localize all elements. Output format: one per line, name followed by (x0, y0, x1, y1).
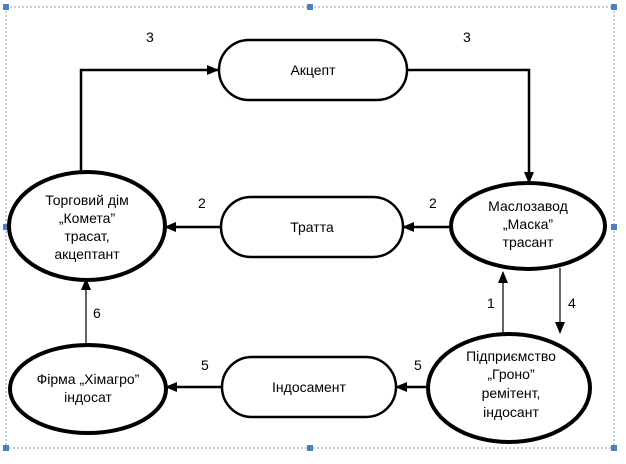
resize-handle[interactable] (307, 445, 313, 451)
resize-handle[interactable] (611, 4, 617, 10)
kometa-line-1: Торговий дім (45, 192, 129, 208)
label-aktsept: Акцепт (290, 62, 336, 78)
node-aktsept[interactable] (217, 38, 409, 102)
resize-handle[interactable] (611, 224, 617, 230)
node-khimagro[interactable] (8, 343, 168, 435)
kometa-line-4: акцептант (54, 246, 120, 262)
resize-handle[interactable] (3, 224, 9, 230)
label-indosament: Індосамент (272, 379, 347, 395)
step-number: 6 (93, 305, 101, 321)
resize-handle[interactable] (611, 445, 617, 451)
node-grono[interactable] (426, 332, 592, 444)
grono-line-1: Підприємство (466, 348, 556, 364)
node-kometa[interactable] (7, 170, 167, 282)
node-tratta[interactable] (219, 195, 405, 259)
step-number: 3 (146, 29, 154, 45)
grono-line-2: „Гроно” (487, 366, 535, 382)
resize-handle[interactable] (3, 4, 9, 10)
node-indosament[interactable] (220, 355, 398, 419)
node-maska[interactable] (449, 181, 607, 271)
step-number: 2 (429, 195, 437, 211)
step-number: 5 (201, 357, 209, 373)
step-number: 1 (487, 295, 495, 311)
step-number: 5 (414, 357, 422, 373)
resize-handle[interactable] (3, 445, 9, 451)
step-number: 2 (198, 195, 206, 211)
arrow-aktsept-to-maska (407, 68, 534, 184)
maska-line-3: трасант (503, 234, 555, 250)
grono-line-4: індосант (483, 404, 539, 420)
step-number: 3 (463, 29, 471, 45)
label-tratta: Тратта (290, 219, 334, 235)
maska-line-2: „Маска” (503, 216, 553, 232)
khimagro-line-1: Фірма „Хімагро” (37, 371, 140, 387)
grono-line-3: ремітент, (482, 385, 541, 401)
step-number: 4 (568, 295, 576, 311)
kometa-line-3: трасат, (64, 228, 109, 244)
maska-line-1: Маслозавод (488, 198, 568, 214)
khimagro-line-2: індосат (64, 389, 112, 405)
arrow-kometa-to-aktsept (79, 65, 219, 172)
kometa-line-2: „Комета” (59, 210, 116, 226)
resize-handle[interactable] (307, 4, 313, 10)
